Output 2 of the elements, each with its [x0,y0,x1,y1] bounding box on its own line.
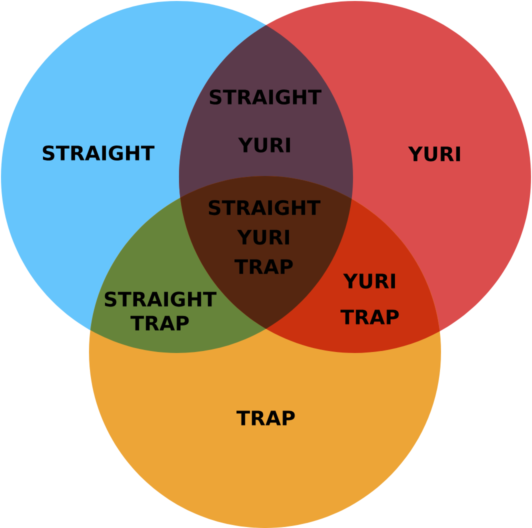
region-label: STRAIGHT YURI TRAP [208,200,320,274]
region-label: STRAIGHT YURI [210,89,322,153]
